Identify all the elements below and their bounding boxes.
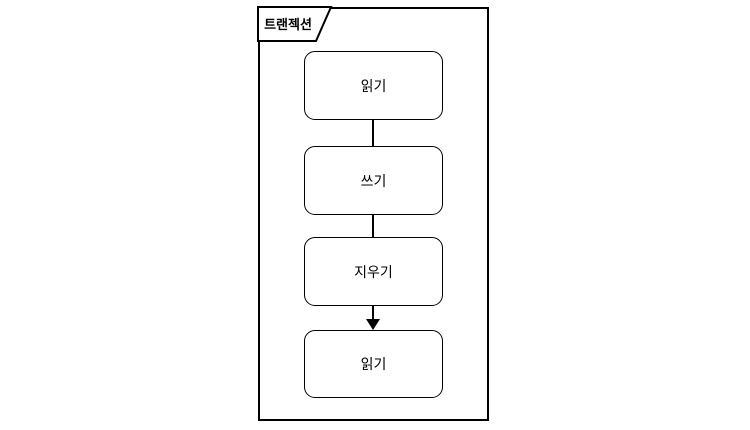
node-read-1: 읽기 — [304, 51, 443, 120]
node-read-2: 읽기 — [304, 330, 443, 398]
frame-label-tab-shape — [257, 6, 333, 42]
edge-erase-to-read — [372, 306, 374, 321]
edge-read-to-write — [372, 120, 374, 146]
node-erase: 지우기 — [304, 237, 443, 306]
frame-label: 트랜젝션 — [264, 17, 312, 32]
node-read-2-label: 읽기 — [360, 356, 387, 372]
edge-arrowhead — [366, 319, 380, 330]
node-write: 쓰기 — [304, 146, 443, 215]
node-write-label: 쓰기 — [360, 172, 387, 189]
edge-write-to-erase — [372, 215, 374, 237]
node-read-1-label: 읽기 — [360, 77, 387, 94]
node-erase-label: 지우기 — [354, 263, 393, 280]
frame-label-tab — [257, 6, 333, 42]
